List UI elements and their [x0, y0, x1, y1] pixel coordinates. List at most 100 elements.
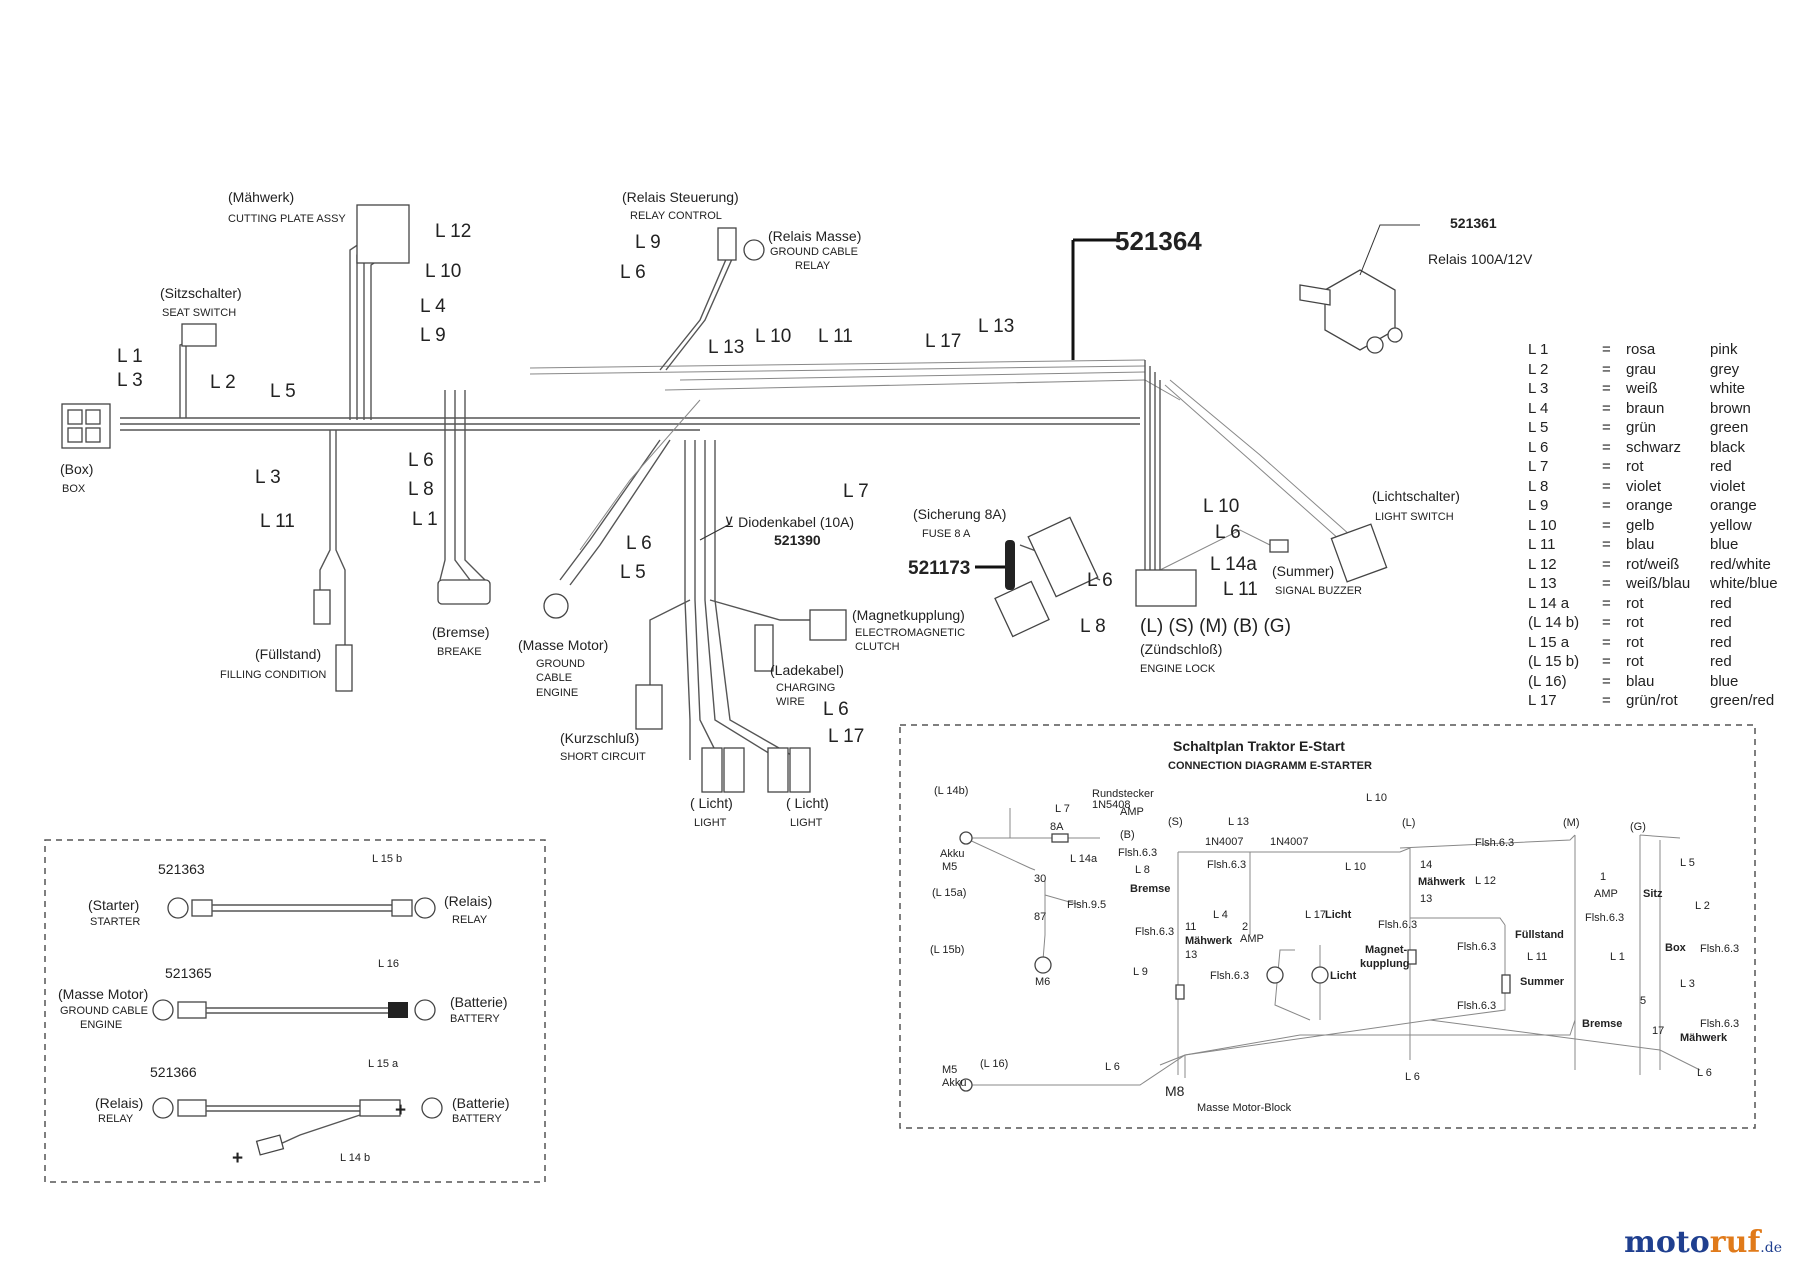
- cable1-part: 521363: [158, 861, 205, 877]
- cable-sleeve: [359, 1099, 401, 1117]
- sch-label: (L 14b): [934, 785, 968, 797]
- short-circuit-label-en: SHORT CIRCUIT: [560, 751, 646, 763]
- wire-label: L 13: [708, 337, 744, 358]
- relay-control-connector: [717, 227, 737, 261]
- legend-color-en: yellow: [1710, 516, 1752, 534]
- sch-label: Mähwerk: [1680, 1032, 1728, 1044]
- legend-color-de: gelb: [1626, 516, 1655, 534]
- sch-label: Flsh.6.3: [1457, 1000, 1496, 1012]
- lamp-icon: [1311, 966, 1329, 984]
- buzzer-icon: [1501, 974, 1511, 994]
- legend-equals: =: [1602, 536, 1611, 554]
- light2-label: ( Licht): [786, 795, 829, 811]
- wire-label: L 17: [828, 726, 864, 747]
- sch-label: 1N4007: [1205, 836, 1244, 848]
- cable3-wire: L 15 a: [368, 1058, 399, 1070]
- buzzer-connector: [1269, 539, 1289, 553]
- sch-label: M8: [1165, 1083, 1185, 1099]
- harness-leader: [1071, 238, 1118, 360]
- legend-equals: =: [1602, 360, 1611, 378]
- sch-label: L 3: [1680, 978, 1695, 990]
- relay-control-label: (Relais Steuerung): [622, 189, 739, 205]
- legend-color-de: rosa: [1626, 341, 1656, 359]
- diode-leader: [699, 523, 731, 541]
- legend-color-de: rot: [1626, 653, 1644, 671]
- filling-connector-1: [313, 589, 331, 625]
- schematic-title: Schaltplan Traktor E-Start: [1173, 738, 1345, 754]
- cable1-left-en: STARTER: [90, 916, 140, 928]
- legend-equals: =: [1602, 419, 1611, 437]
- sch-label: Magnet-: [1365, 944, 1408, 956]
- legend-color-en: red: [1710, 653, 1732, 671]
- sch-label: 1N5408: [1092, 799, 1131, 811]
- maehwerk-label: (Mähwerk): [228, 189, 294, 205]
- brand-tld: .de: [1760, 1240, 1782, 1256]
- sch-label: Flsh.6.3: [1210, 970, 1249, 982]
- wire-label: L 4: [420, 296, 446, 317]
- legend-equals: =: [1602, 477, 1611, 495]
- maehwerk-label-en: CUTTING PLATE ASSY: [228, 213, 346, 225]
- engine-lock-label: (Zündschloß): [1140, 641, 1222, 657]
- relay-ground-label: (Relais Masse): [768, 228, 861, 244]
- legend-color-de: braun: [1626, 399, 1665, 417]
- light1-label-en: LIGHT: [694, 817, 727, 829]
- sch-label: Akku: [942, 1077, 966, 1089]
- sch-label: Flsh.9.5: [1067, 899, 1106, 911]
- relay-leader: [1359, 224, 1420, 276]
- sch-label: L 5: [1680, 857, 1695, 869]
- wire-label: L 9: [420, 325, 446, 346]
- fuse-label: (Sicherung 8A): [913, 506, 1006, 522]
- brake-connector: [437, 579, 491, 605]
- legend-color-de: blau: [1626, 672, 1655, 690]
- sch-label: Licht: [1330, 970, 1357, 982]
- sch-label: AMP: [1120, 806, 1144, 818]
- sch-label: (G): [1630, 821, 1646, 833]
- wire-label: L 5: [620, 562, 646, 583]
- brand-part1: moto: [1624, 1225, 1710, 1260]
- legend-color-de: rot/weiß: [1626, 555, 1680, 573]
- wire-label: L 6: [626, 533, 652, 554]
- schematic-subtitle: CONNECTION DIAGRAMM E-STARTER: [1168, 760, 1372, 772]
- legend-color-de: rot: [1626, 594, 1644, 612]
- sch-label: 8A: [1050, 821, 1064, 833]
- sch-label: L 17: [1305, 909, 1326, 921]
- legend-color-de: rot: [1626, 614, 1644, 632]
- relay-ground-eye: [743, 239, 765, 261]
- sch-label: (L 15b): [930, 944, 964, 956]
- clutch-label-en1: ELECTROMAGNETIC: [855, 627, 965, 639]
- sch-label: L 2: [1695, 900, 1710, 912]
- plus-icon: +: [232, 1148, 243, 1169]
- sch-label: Flsh.6.3: [1207, 859, 1246, 871]
- sch-label: M5: [942, 861, 957, 873]
- schematic-frame: [899, 724, 1756, 1129]
- legend-color-en: white: [1710, 380, 1746, 398]
- wire-label: L 9: [635, 232, 661, 253]
- wire-label: L 7: [843, 481, 869, 502]
- legend-color-en: white/blue: [1710, 575, 1778, 593]
- sch-label: Box: [1665, 942, 1687, 954]
- sch-label: 1N4007: [1270, 836, 1309, 848]
- legend-color-en: red/white: [1710, 555, 1771, 573]
- sch-label: Flsh.6.3: [1118, 847, 1157, 859]
- component-labels: (Mähwerk) CUTTING PLATE ASSY (Relais Ste…: [60, 189, 1460, 829]
- sch-label: (B): [1120, 829, 1135, 841]
- part-relay: 521361: [1450, 215, 1497, 231]
- fuse-holder: [994, 580, 1050, 638]
- cable3-right-en: BATTERY: [452, 1113, 502, 1125]
- legend-color-en: black: [1710, 438, 1746, 456]
- seat-switch-connector: [181, 323, 217, 347]
- legend-color-en: blue: [1710, 672, 1739, 690]
- legend-code: L 12: [1528, 555, 1557, 573]
- legend-color-en: green/red: [1710, 692, 1775, 710]
- cables-box-frame: [44, 839, 546, 1183]
